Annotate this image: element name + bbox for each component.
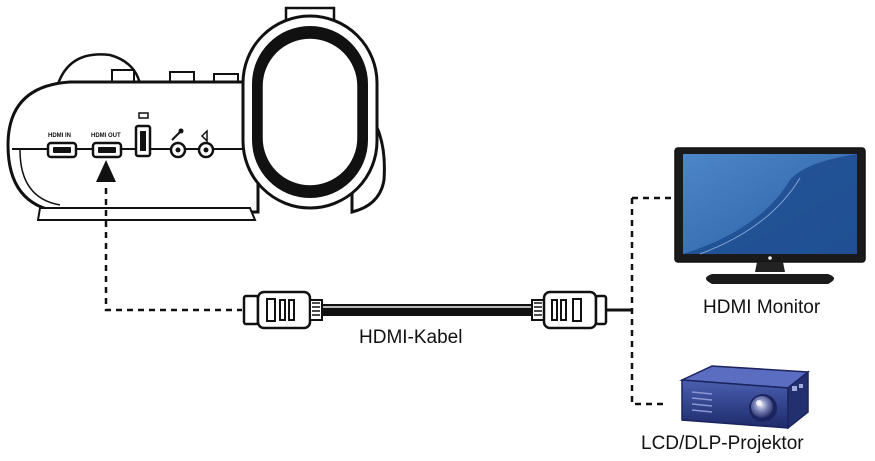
hdmi-in-label: HDMI IN xyxy=(48,133,71,139)
monitor-icon xyxy=(674,147,866,284)
hdmi-out-arrow xyxy=(96,160,116,182)
hdmi-plug-right xyxy=(531,290,608,330)
projector-label: LCD/DLP-Projektor xyxy=(641,433,804,454)
projector-icon xyxy=(679,365,810,430)
monitor-label: HDMI Monitor xyxy=(703,297,821,318)
hdmi-out-label: HDMI OUT xyxy=(91,133,121,139)
dashed-connection-lines xyxy=(104,188,672,406)
usb-icon xyxy=(138,112,149,119)
hdmi-cable xyxy=(242,290,632,330)
cable-label: HDMI-Kabel xyxy=(359,327,463,348)
hdmi-plug-left xyxy=(242,290,323,330)
speaker-icon xyxy=(200,129,208,143)
microphone-icon xyxy=(171,128,184,141)
document-camera-icon xyxy=(6,6,386,221)
